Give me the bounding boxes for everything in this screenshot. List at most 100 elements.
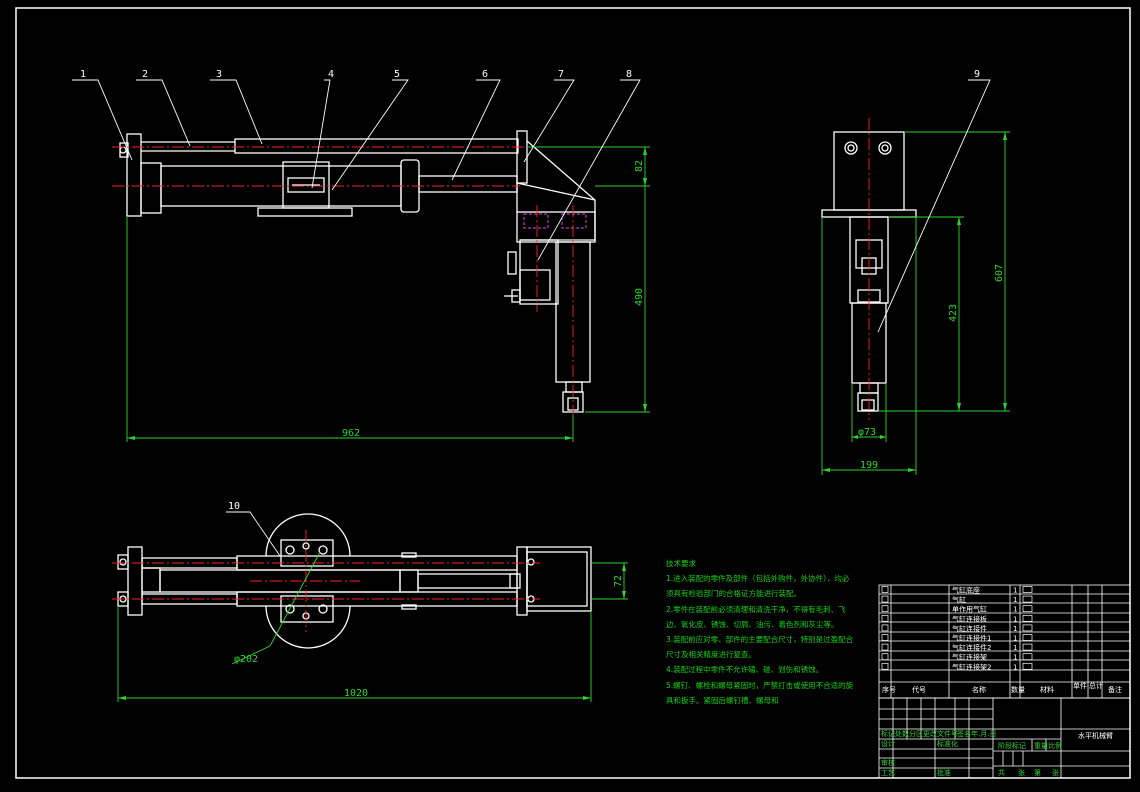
bom-row-qty: 1 (1013, 596, 1017, 604)
dim-top-height: 72 (613, 575, 624, 587)
dimension-arrows (118, 132, 1007, 700)
row-label-mark: 标记 (881, 729, 895, 738)
row-label-zone: 分区 (909, 729, 923, 738)
bom-row-name: 气缸 (952, 595, 966, 604)
balloon-1: 1 (80, 69, 86, 80)
notes-line: 1.进入装配的零件及部件（包括外购件，外协件），均必 (666, 574, 850, 584)
notes-title: 技术要求 (666, 559, 696, 568)
dim-top-diameter: φ202 (234, 654, 258, 665)
scale-label: 比例 (1048, 741, 1062, 750)
bom-row-name: 单作用气缸 (952, 605, 987, 614)
balloon-6: 6 (482, 69, 488, 80)
bom-row-name: 气缸连接件1 (952, 634, 991, 643)
notes-line: 2.零件在装配前必须清理和清洗干净，不得有毛刺、飞 (666, 604, 846, 614)
row-label-standard: 标准化 (937, 739, 958, 748)
dim-front-height-total: 490 (634, 288, 645, 306)
bom-row-number-box (881, 643, 889, 651)
bom-row-qty: 1 (1013, 635, 1017, 643)
row-label-count: 处数 (895, 729, 909, 738)
balloon-5: 5 (394, 69, 400, 80)
bom-row-name: 气缸连接板 (952, 614, 987, 623)
bom-row-material-box (1022, 595, 1033, 603)
bom-row-number-box (881, 614, 889, 622)
notes-line: 尺寸及相关精度进行复查。 (666, 650, 756, 660)
notes-line: 3.装配前应对零、部件的主要配合尺寸，特别是过盈配合 (666, 635, 854, 645)
balloon-labels: 1 2 3 4 5 6 7 8 9 10 (80, 69, 980, 512)
dim-side-height-total: 607 (994, 264, 1005, 282)
balloon-leaders (72, 79, 991, 557)
bom-row-material-box (1022, 624, 1033, 632)
balloon-8: 8 (626, 69, 632, 80)
stage-label: 阶段标记 (998, 741, 1026, 750)
front-view-hidden (523, 213, 587, 229)
balloon-10: 10 (228, 501, 240, 512)
balloon-3: 3 (216, 69, 222, 80)
drawing-border (15, 7, 1131, 779)
drawing-title: 水平机械臂 (1078, 731, 1113, 740)
dim-front-width: 962 (342, 428, 360, 439)
sheet-label-sheets: 张 (1018, 768, 1025, 777)
dim-side-width: 199 (860, 460, 878, 471)
balloon-9: 9 (974, 69, 980, 80)
bom-row-number-box (881, 634, 889, 641)
row-label-review: 审核 (881, 758, 895, 767)
notes-line: 边、氧化皮、锈蚀、切屑、油污、着色剂和灰尘等。 (666, 619, 839, 629)
balloon-4: 4 (328, 69, 334, 80)
technical-notes: 技术要求 1.进入装配的零件及部件（包括外购件，外协件），均必 须具有检验部门的… (666, 556, 854, 708)
title-block-text: 序号 代号 名称 数量 材料 单件 总计 备注 水平机械臂 阶段标记 重量 比例… (881, 681, 1122, 777)
dim-top-width: 1020 (344, 688, 368, 699)
top-view-centerlines (112, 530, 540, 632)
bom-row-number-box (881, 586, 889, 593)
bom-header-remark: 备注 (1108, 685, 1122, 694)
bom-row-qty: 1 (1013, 587, 1017, 595)
bom-header-code: 代号 (912, 685, 926, 694)
row-label-date: 年.月.日 (971, 729, 996, 738)
bom-row-material-box (1022, 586, 1033, 593)
balloon-2: 2 (142, 69, 148, 80)
bom-row-number-box (881, 595, 889, 603)
row-label-change: 更改文件号 (923, 729, 958, 738)
front-view (119, 130, 596, 413)
row-label-process: 工艺 (881, 769, 895, 777)
sheet-label-no: 第 (1034, 768, 1041, 777)
title-block (878, 584, 1131, 779)
bom-header-total: 总计 (1089, 681, 1103, 690)
bom-header-unit: 单件 (1073, 681, 1087, 690)
bom-row-material-box (1022, 634, 1033, 641)
bom-row-name: 气缸连接件 (952, 624, 987, 633)
bom-row-material-box (1022, 605, 1033, 613)
bom-row-number-box (881, 653, 889, 661)
bom-row-material-box (1022, 653, 1033, 661)
bom-row-name: 气缸连接架2 (952, 662, 991, 671)
notes-line: 5.螺钉、螺栓和螺母紧固时，严禁打击或使用不合适的旋 (666, 680, 854, 690)
bom-row-number-box (881, 624, 889, 632)
bom-row-number-box (881, 662, 889, 670)
row-label-sign: 签名 (957, 729, 971, 738)
notes-line: 须具有检验部门的合格证方能进行装配。 (666, 589, 801, 599)
bom-row-number-box (881, 605, 889, 613)
balloon-7: 7 (558, 69, 564, 80)
bom-header-no: 序号 (882, 685, 896, 694)
row-label-approve: 批准 (937, 768, 951, 777)
bom-header-name: 名称 (972, 685, 986, 694)
bom-row-qty: 1 (1013, 606, 1017, 614)
bom-row-material-box (1022, 614, 1033, 622)
bom-row-qty: 1 (1013, 615, 1017, 623)
front-view-centerlines (112, 146, 574, 415)
bom-header-qty: 数量 (1011, 685, 1025, 694)
dim-side-height-mid: 423 (948, 304, 959, 322)
bom-row-material-box (1022, 662, 1033, 670)
sheet-label-total: 共 (998, 768, 1005, 777)
bom-row-qty: 1 (1013, 663, 1017, 671)
bom-row-name: 气缸连接件2 (952, 643, 991, 652)
weight-label: 重量 (1034, 742, 1048, 750)
row-label-design: 设计 (881, 739, 895, 748)
dim-front-height-top: 82 (634, 160, 645, 172)
bom-row-material-box (1022, 643, 1033, 651)
bom-row-qty: 1 (1013, 625, 1017, 633)
bom-row-qty: 1 (1013, 644, 1017, 652)
dim-side-diameter: φ73 (858, 427, 876, 438)
bom-row-name: 气缸底座 (952, 586, 980, 595)
